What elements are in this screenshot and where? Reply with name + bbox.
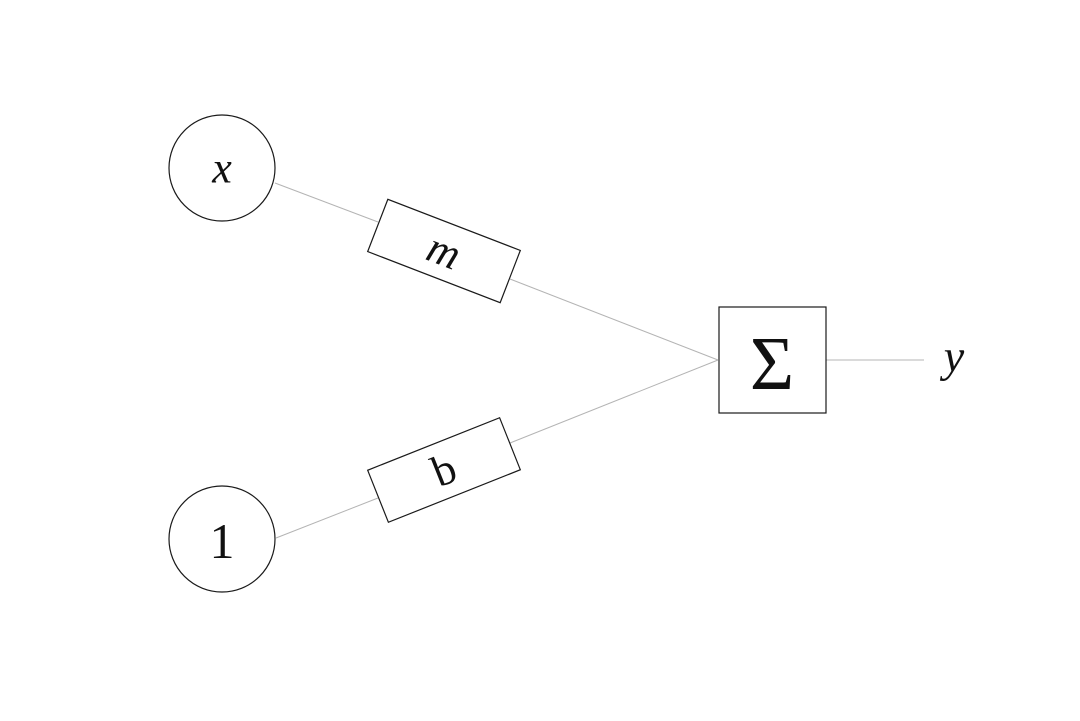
sum-node: Σ [718, 306, 827, 414]
output-label-y: y [940, 331, 965, 382]
edge-1-to-b [275, 497, 379, 539]
sum-symbol: Σ [750, 322, 794, 406]
sum-node-box [718, 306, 827, 414]
edge-b-to-sum [509, 359, 719, 444]
input-node-x-label: x [211, 144, 232, 193]
input-node-x-circle [168, 114, 276, 222]
weight-box-m: m [366, 198, 522, 304]
input-node-x: x [168, 114, 276, 222]
input-node-bias: 1 [168, 485, 276, 593]
weight-box-m-rect [366, 198, 522, 304]
input-node-bias-circle [168, 485, 276, 593]
weight-box-b-rect [366, 416, 522, 524]
weight-box-b: b [366, 416, 522, 524]
connections [274, 182, 924, 539]
edge-x-to-m [274, 182, 379, 223]
edge-m-to-sum [509, 278, 719, 361]
input-node-bias-label: 1 [210, 513, 235, 569]
